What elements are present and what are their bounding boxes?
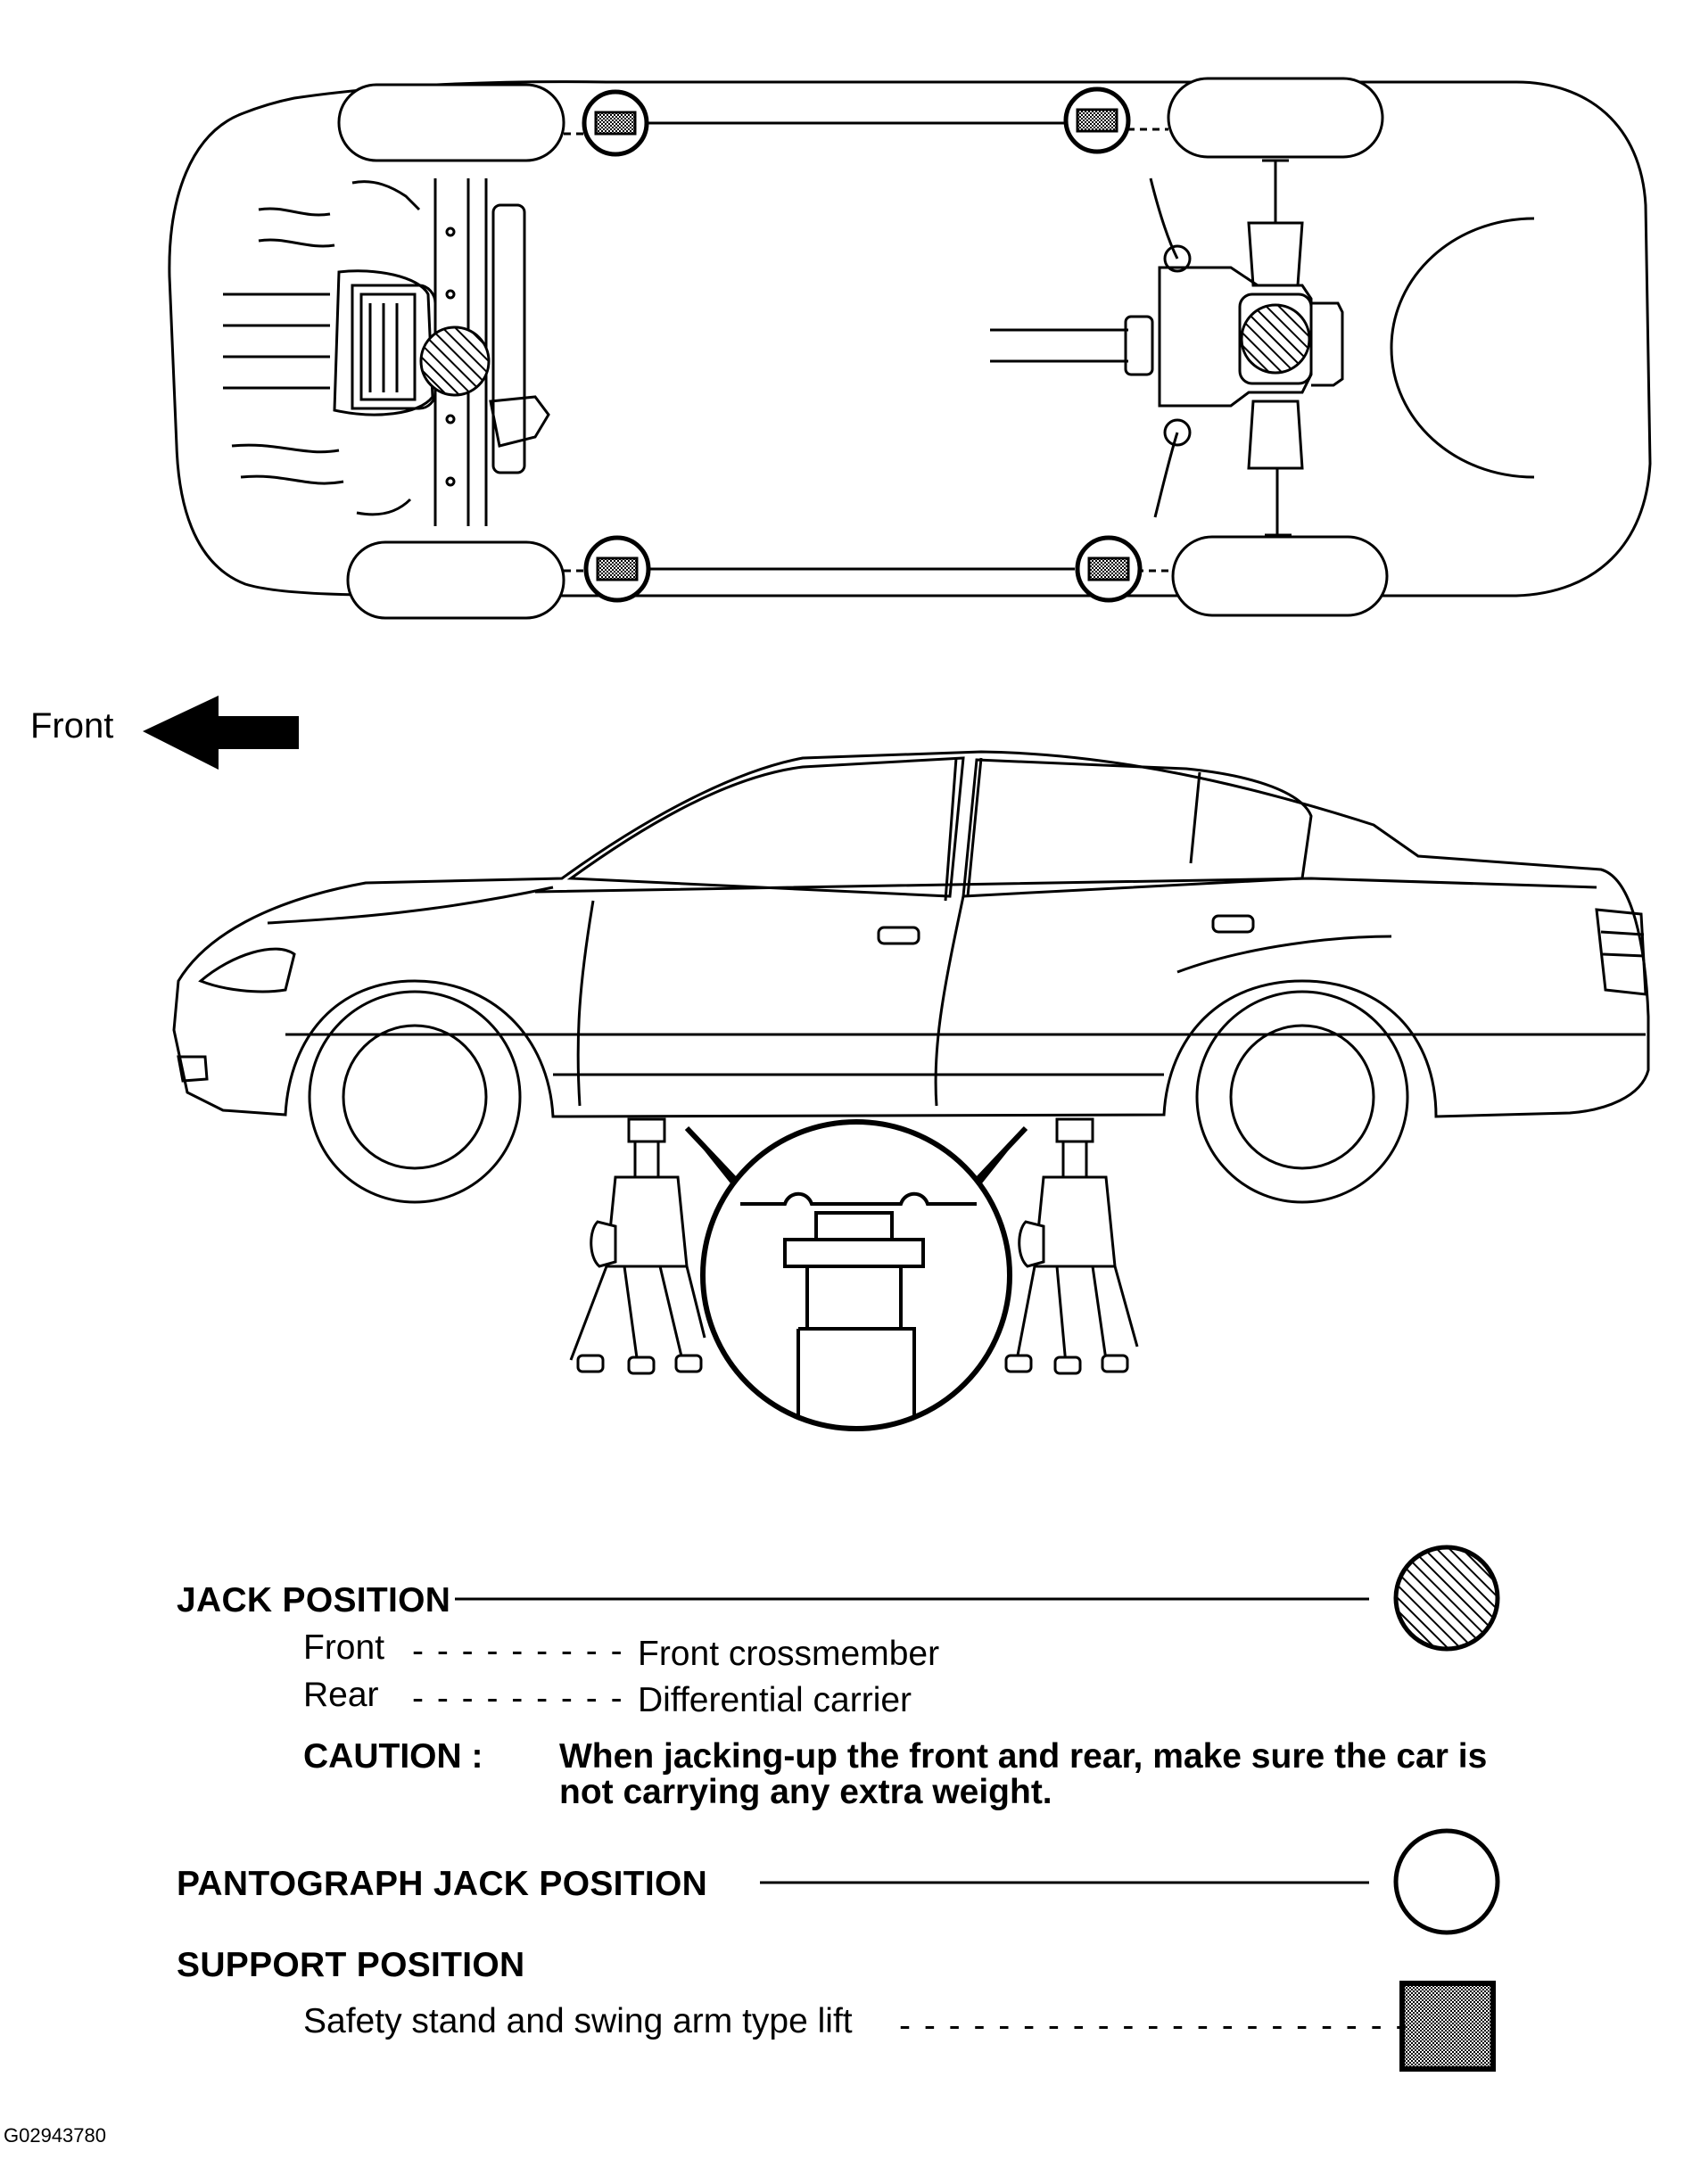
jack-position-title: JACK POSITION xyxy=(177,1581,451,1619)
safety-stand-left xyxy=(569,1117,706,1375)
front-wheel xyxy=(308,990,522,1204)
jack-row-front-value: Front crossmember xyxy=(638,1635,940,1673)
caution-text-line1: When jacking-up the front and rear, make… xyxy=(559,1737,1488,1776)
support-position-symbol-icon xyxy=(1399,1981,1496,2072)
support-point-front-right xyxy=(583,535,651,603)
support-point-rear-left xyxy=(1063,87,1131,154)
front-door-handle xyxy=(877,926,920,945)
safety-stand-right xyxy=(1004,1117,1139,1375)
car-side-view xyxy=(172,750,1650,1204)
front-direction-arrow-icon xyxy=(143,696,299,770)
jack-row-rear-label: Rear xyxy=(303,1676,379,1714)
support-position-item: Safety stand and swing arm type lift xyxy=(303,2002,853,2040)
figure-id: G02943780 xyxy=(4,2124,106,2147)
jack-position-symbol-icon xyxy=(1393,1545,1500,1652)
caution-text-line2: not carrying any extra weight. xyxy=(559,1773,1052,1811)
wheel-front-right xyxy=(346,540,565,620)
jack-point-differential-carrier xyxy=(1240,303,1311,375)
jack-row-front-leader: - - - - - - - - - xyxy=(412,1632,624,1670)
jack-detail-callout xyxy=(684,1119,1028,1431)
support-position-title: SUPPORT POSITION xyxy=(177,1946,525,1984)
support-point-front-left xyxy=(582,89,649,157)
jack-row-front-label: Front xyxy=(303,1628,385,1667)
jack-point-front-crossmember xyxy=(419,326,491,397)
rear-door-handle xyxy=(1211,914,1255,934)
car-underbody-view xyxy=(168,77,1652,620)
pantograph-jack-symbol-icon xyxy=(1393,1828,1500,1935)
jack-row-rear-value: Differential carrier xyxy=(638,1681,912,1719)
caution-label: CAUTION : xyxy=(303,1737,483,1776)
jack-row-rear-leader: - - - - - - - - - xyxy=(412,1679,624,1718)
wheel-rear-left xyxy=(1167,77,1384,159)
wheel-front-left xyxy=(337,83,565,162)
front-direction-label: Front xyxy=(30,706,114,746)
pantograph-jack-position-title: PANTOGRAPH JACK POSITION xyxy=(177,1865,708,1903)
wheel-rear-right xyxy=(1171,535,1389,617)
rear-wheel xyxy=(1195,990,1409,1204)
support-position-leader: - - - - - - - - - - - - - - - - - - - - … xyxy=(899,2007,1409,2045)
support-point-rear-right xyxy=(1075,535,1143,603)
